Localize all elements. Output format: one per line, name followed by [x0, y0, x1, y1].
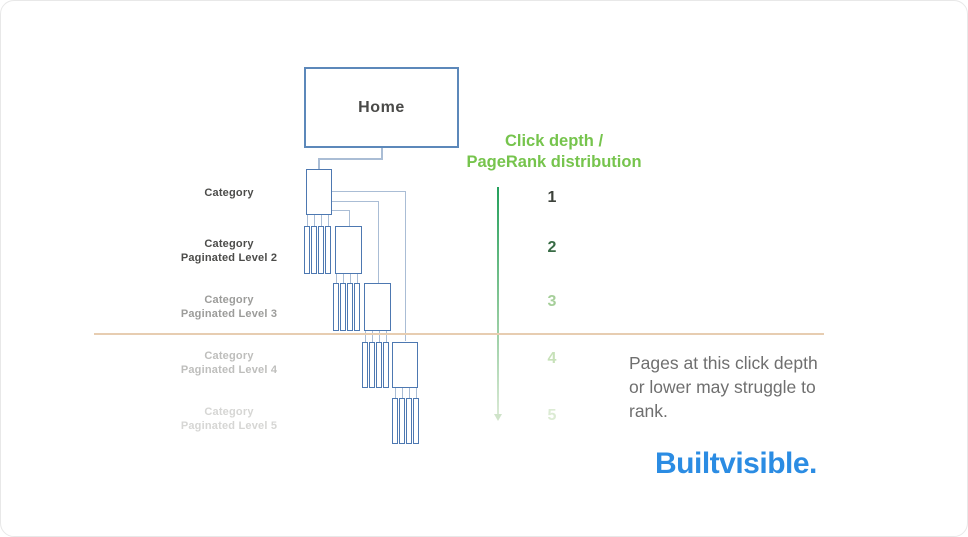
level-label-line: Category	[204, 187, 254, 199]
rank-note-line: rank.	[629, 401, 668, 421]
paginated-page-bar	[376, 342, 382, 388]
connector-line	[364, 331, 366, 342]
level3-label: Category Paginated Level 3	[154, 293, 304, 321]
level-label-line: Paginated Level 3	[180, 308, 278, 320]
connector-line	[335, 274, 337, 283]
rank-note: Pages at this click depth or lower may s…	[629, 351, 844, 423]
paginated-page-bar	[340, 283, 346, 331]
rank-threshold-line	[94, 333, 824, 335]
paginated-page-bar	[362, 342, 368, 388]
connector-line	[318, 158, 320, 170]
depth-number-3: 3	[547, 293, 557, 310]
connector-line	[306, 215, 308, 226]
category-box-level2	[335, 226, 362, 274]
level-label-line: Category	[204, 238, 254, 250]
pagerank-axis-line	[496, 187, 499, 415]
connector-line	[385, 331, 387, 342]
level2-label: Category Paginated Level 2	[154, 237, 304, 265]
depth-number-2: 2	[547, 239, 557, 256]
level-label-line: Category	[204, 350, 254, 362]
level-label-line: Paginated Level 4	[180, 364, 278, 376]
connector-line	[332, 191, 406, 193]
connector-line	[356, 274, 358, 283]
connector-line	[349, 210, 351, 227]
paginated-page-bar	[354, 283, 360, 331]
axis-title: Click depth / PageRank distribution	[449, 131, 659, 173]
paginated-page-bar	[304, 226, 310, 274]
level4-label: Category Paginated Level 4	[154, 349, 304, 377]
home-label: Home	[358, 98, 405, 116]
paginated-page-bar	[392, 398, 398, 444]
level1-label: Category	[154, 186, 304, 200]
connector-line	[408, 388, 410, 398]
connector-line	[349, 274, 351, 283]
axis-title-line: PageRank distribution	[466, 153, 642, 171]
paginated-page-bar	[333, 283, 339, 331]
connector-line	[342, 274, 344, 283]
connector-line	[405, 191, 407, 341]
category-box-level1	[306, 169, 332, 215]
paginated-page-bar	[413, 398, 419, 444]
paginated-page-bar	[383, 342, 389, 388]
category-box-level3	[364, 283, 391, 331]
connector-line	[401, 388, 403, 398]
connector-line	[381, 148, 383, 159]
rank-note-line: Pages at this click depth	[629, 353, 818, 373]
level-label-line: Paginated Level 2	[180, 252, 278, 264]
paginated-page-bar	[369, 342, 375, 388]
connector-line	[327, 215, 329, 226]
paginated-page-bar	[318, 226, 324, 274]
level5-label: Category Paginated Level 5	[154, 405, 304, 433]
level-label-line: Category	[204, 406, 254, 418]
connector-line	[378, 201, 380, 284]
paginated-page-bar	[311, 226, 317, 274]
rank-note-line: or lower may struggle to	[629, 377, 816, 397]
connector-line	[415, 388, 417, 398]
level-label-line: Paginated Level 5	[180, 420, 278, 432]
paginated-page-bar	[347, 283, 353, 331]
builtvisible-logo: Builtvisible.	[655, 447, 817, 480]
level-label-line: Category	[204, 294, 254, 306]
connector-line	[313, 215, 315, 226]
connector-line	[332, 201, 379, 203]
paginated-page-bar	[399, 398, 405, 444]
depth-number-4: 4	[547, 350, 557, 367]
paginated-page-bar	[325, 226, 331, 274]
connector-line	[394, 388, 396, 398]
depth-number-5: 5	[547, 407, 557, 424]
depth-number-1: 1	[547, 189, 557, 206]
connector-line	[371, 331, 373, 342]
connector-line	[318, 158, 383, 160]
axis-arrowhead-icon	[493, 414, 502, 421]
connector-line	[378, 331, 380, 342]
category-box-level4	[392, 342, 418, 388]
axis-title-line: Click depth /	[504, 132, 604, 150]
connector-line	[332, 210, 350, 212]
connector-line	[320, 215, 322, 226]
home-page-box: Home	[304, 67, 459, 148]
paginated-page-bar	[406, 398, 412, 444]
